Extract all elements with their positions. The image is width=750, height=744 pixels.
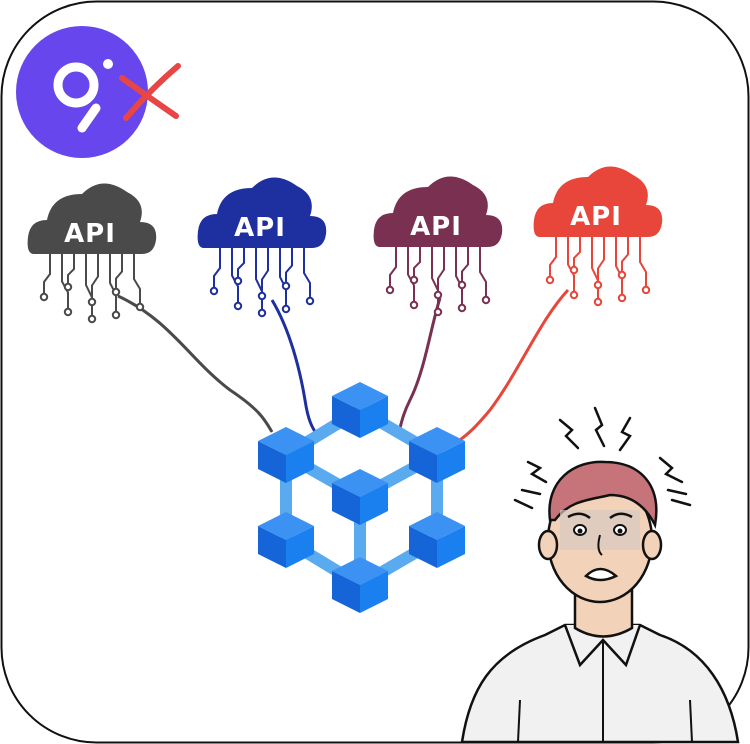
graph-logo-icon [16,26,148,158]
cube-node [409,427,465,483]
cube-node [332,382,388,438]
cloud-icon: API [27,183,157,324]
cube-node [258,512,314,568]
cross-icon [119,63,181,121]
connection-wires [117,288,570,442]
cloud-label: API [570,202,622,232]
cloud-label: API [234,213,286,243]
cube-node [332,557,388,613]
cube-node [409,512,465,568]
cube-node [258,427,314,483]
cube-node [332,469,388,525]
cloud-label: API [64,219,116,249]
cube-network-icon [258,382,465,613]
cloud-icon: API [197,177,327,318]
cloud-icon: API [533,166,663,307]
cloud-label: API [410,212,462,242]
stressed-person-illustration [460,406,740,744]
cloud-icon: API [373,176,503,317]
